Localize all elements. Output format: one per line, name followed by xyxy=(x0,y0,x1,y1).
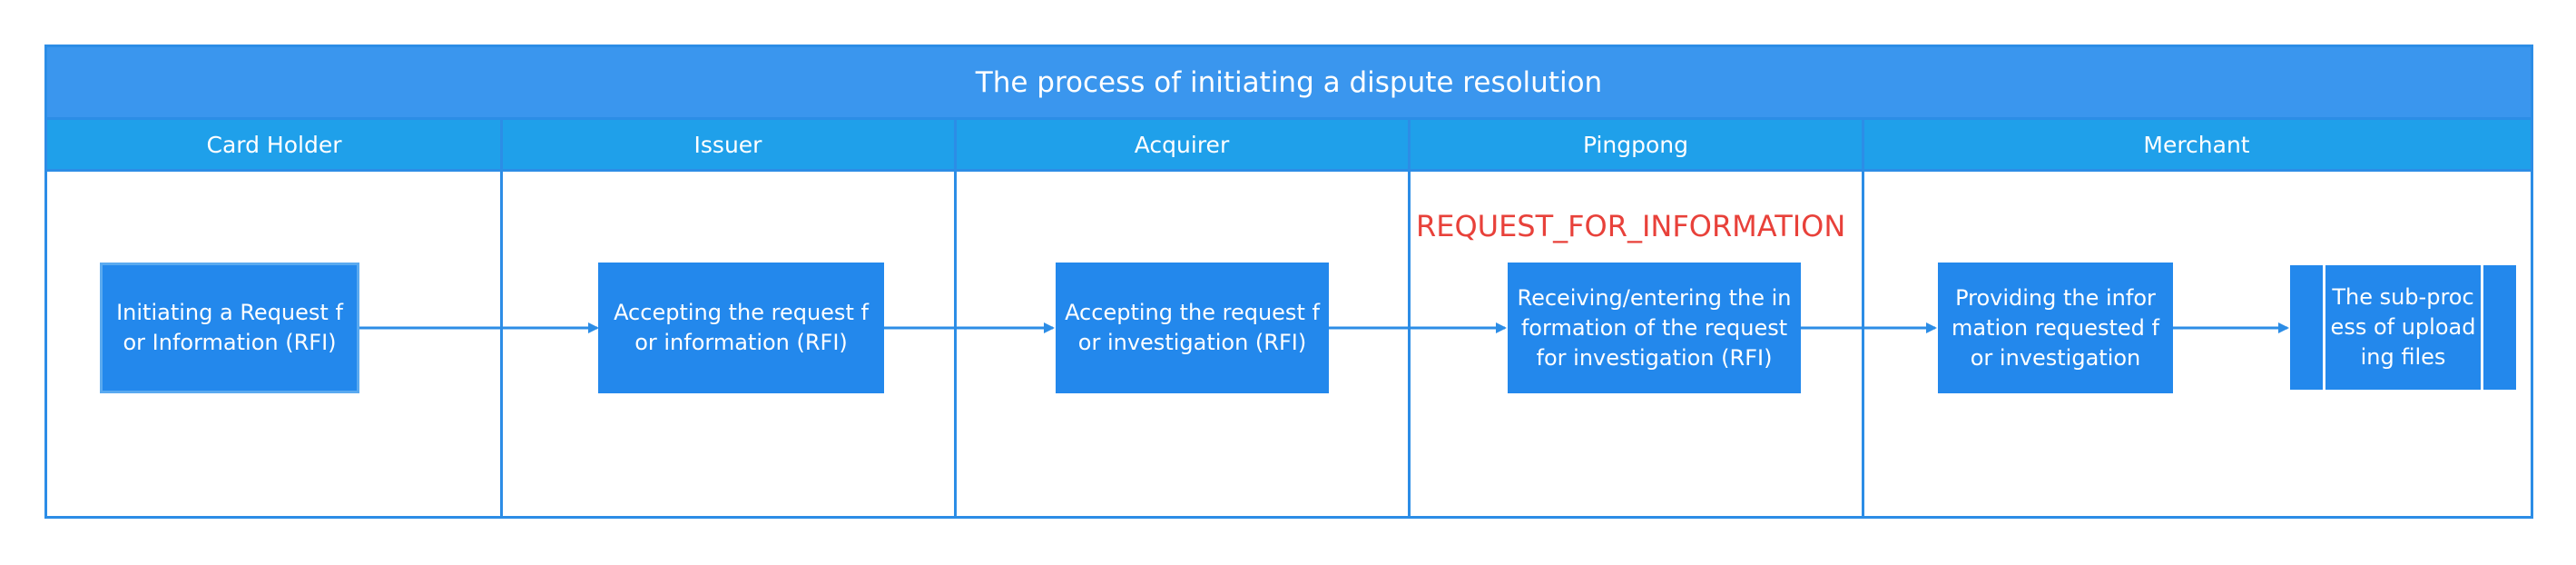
lane-header-merchant: Merchant xyxy=(1863,120,2531,172)
diagram-title: The process of initiating a dispute reso… xyxy=(47,47,2531,120)
subprocess-uploading-files[interactable]: The sub-process of uploading files xyxy=(2290,265,2516,390)
lane-divider xyxy=(1862,120,1864,516)
task-initiating-rfi[interactable]: Initiating a Request for Information (RF… xyxy=(100,263,359,393)
lane-header-pingpong: Pingpong xyxy=(1409,120,1863,172)
lane-divider xyxy=(954,120,957,516)
task-accepting-investigation-acquirer[interactable]: Accepting the request for investigation … xyxy=(1056,263,1329,393)
lane-header-card-holder: Card Holder xyxy=(47,120,501,172)
task-receiving-rfi-pingpong[interactable]: Receiving/entering the information of th… xyxy=(1508,263,1801,393)
lane-header-issuer: Issuer xyxy=(501,120,955,172)
lane-divider xyxy=(1408,120,1411,516)
subprocess-marker-left xyxy=(2323,265,2325,390)
lane-header-acquirer: Acquirer xyxy=(955,120,1409,172)
lane-divider xyxy=(500,120,503,516)
subprocess-label: The sub-process of uploading files xyxy=(2330,284,2476,370)
rfi-annotation-label: REQUEST_FOR_INFORMATION xyxy=(1416,209,1846,243)
subprocess-marker-right xyxy=(2481,265,2483,390)
task-accepting-request-issuer[interactable]: Accepting the request for information (R… xyxy=(598,263,884,393)
task-providing-information-merchant[interactable]: Providing the information requested for … xyxy=(1938,263,2173,393)
